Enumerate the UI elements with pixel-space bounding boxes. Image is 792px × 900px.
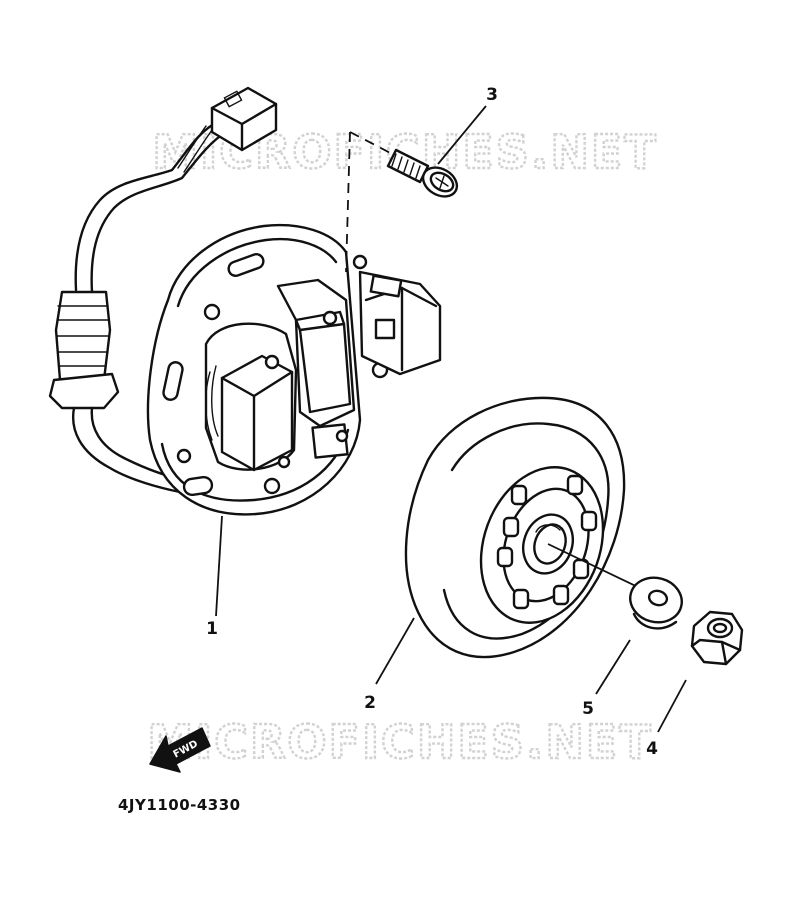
leader-1 [215,515,223,617]
nut [690,610,744,666]
alignment-line-vertical [345,131,351,273]
forward-arrow-icon: FWD [149,727,211,773]
screw [386,148,459,198]
callout-5: 5 [582,699,594,719]
washer [629,576,683,630]
leader-3 [437,105,487,165]
leader-lines [215,105,687,733]
stator-assembly [48,86,442,516]
callout-1: 1 [206,619,218,639]
callout-3: 3 [486,85,498,105]
callout-2: 2 [364,693,376,713]
diagram-code: 4JY1100-4330 [118,796,241,814]
shaft-centerline [547,543,641,589]
callout-4: 4 [646,739,658,759]
leader-4 [657,679,687,733]
alignment-line-upper [349,131,401,159]
rotor-flywheel [404,396,626,659]
ignition-coil [204,322,298,471]
watermark-bottom: MICROFICHES.NET [147,715,652,769]
wire-harness [48,86,278,494]
leader-2 [375,617,415,685]
leader-5 [595,639,631,695]
